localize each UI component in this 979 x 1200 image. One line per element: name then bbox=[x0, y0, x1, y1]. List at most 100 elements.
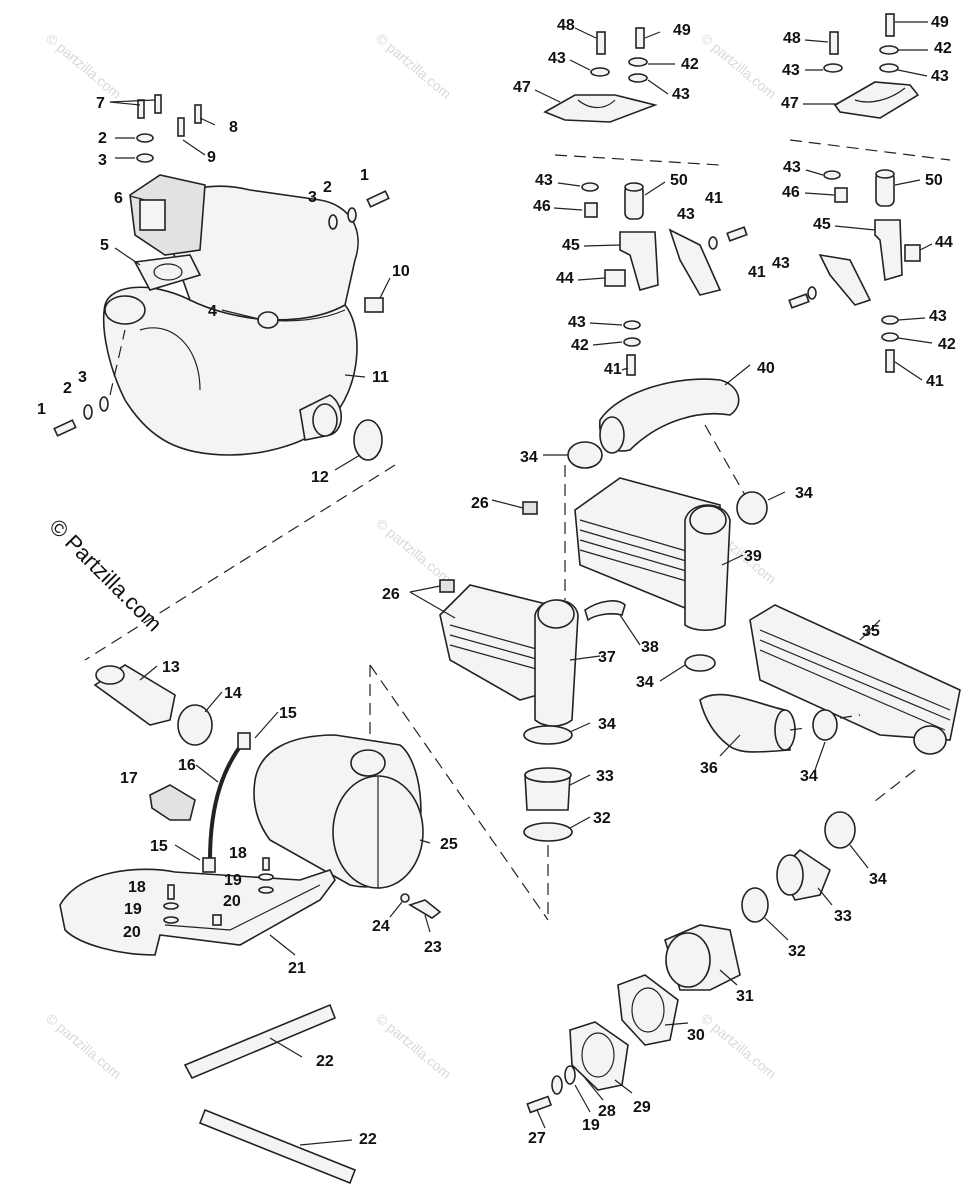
hose-clamp bbox=[523, 822, 573, 842]
callout-3: 3 bbox=[98, 152, 107, 169]
washer bbox=[99, 396, 109, 412]
callout-47: 47 bbox=[513, 79, 531, 96]
callout-43: 43 bbox=[672, 86, 690, 103]
upper-right-leaders bbox=[534, 21, 933, 381]
bolt bbox=[726, 226, 748, 242]
callout-19: 19 bbox=[124, 901, 142, 918]
callout-43: 43 bbox=[568, 314, 586, 331]
manifold-port bbox=[139, 199, 166, 231]
washer bbox=[628, 57, 648, 67]
mount-bracket bbox=[619, 231, 659, 291]
callout-6: 6 bbox=[114, 190, 123, 207]
copyright-text: © Partzilla.com bbox=[44, 514, 167, 637]
water-cooler-rear bbox=[749, 604, 961, 741]
washer bbox=[881, 332, 899, 342]
callout-21: 21 bbox=[288, 960, 306, 977]
callout-22: 22 bbox=[316, 1053, 334, 1070]
bolt bbox=[596, 31, 606, 55]
callout-36: 36 bbox=[700, 760, 718, 777]
washer bbox=[628, 73, 648, 83]
callout-43: 43 bbox=[677, 206, 695, 223]
washer bbox=[347, 207, 357, 223]
watermark: © partzilla.com bbox=[43, 30, 124, 102]
watermark: © partzilla.com bbox=[698, 30, 779, 102]
cooler-assembly bbox=[369, 364, 961, 921]
callout-20: 20 bbox=[123, 924, 141, 941]
callout-41: 41 bbox=[705, 190, 723, 207]
callout-43: 43 bbox=[772, 255, 790, 272]
callout-42: 42 bbox=[938, 336, 956, 353]
callout-43: 43 bbox=[931, 68, 949, 85]
upper-bracket bbox=[833, 81, 920, 119]
callout-48: 48 bbox=[557, 17, 575, 34]
callout-34: 34 bbox=[795, 485, 813, 502]
callout-33: 33 bbox=[834, 908, 852, 925]
callout-15: 15 bbox=[150, 838, 168, 855]
mounting-hardware bbox=[543, 13, 951, 376]
fitting bbox=[364, 297, 384, 313]
hose-clamp bbox=[684, 654, 716, 672]
small-bracket bbox=[408, 899, 442, 919]
bolt bbox=[626, 354, 636, 376]
washer bbox=[258, 873, 274, 881]
hose-clamp bbox=[567, 441, 603, 469]
bolt bbox=[262, 857, 270, 871]
callout-20: 20 bbox=[223, 893, 241, 910]
bolt bbox=[177, 117, 185, 137]
cooler-label bbox=[522, 501, 538, 515]
hose-clamp bbox=[736, 491, 768, 525]
washer bbox=[823, 170, 841, 180]
callout-1: 1 bbox=[37, 401, 46, 418]
washer bbox=[163, 916, 179, 924]
callout-2: 2 bbox=[323, 179, 332, 196]
callout-34: 34 bbox=[636, 674, 654, 691]
rubber-strip bbox=[183, 1003, 337, 1080]
callout-40: 40 bbox=[757, 360, 775, 377]
callout-5: 5 bbox=[100, 237, 109, 254]
callout-35: 35 bbox=[862, 623, 880, 640]
callout-45: 45 bbox=[813, 216, 831, 233]
elbow-hose bbox=[699, 693, 791, 753]
hose-clamp bbox=[812, 709, 838, 741]
callout-34: 34 bbox=[800, 768, 818, 785]
callout-28: 28 bbox=[598, 1103, 616, 1120]
muffler-assembly bbox=[59, 664, 442, 1185]
callout-16: 16 bbox=[178, 757, 196, 774]
bolt bbox=[366, 190, 390, 208]
washer bbox=[881, 315, 899, 325]
watermark: © partzilla.com bbox=[373, 515, 454, 587]
washer bbox=[879, 63, 899, 73]
callout-9: 9 bbox=[207, 149, 216, 166]
hose-clamp bbox=[741, 887, 769, 923]
callout-37: 37 bbox=[598, 649, 616, 666]
callout-48: 48 bbox=[783, 30, 801, 47]
washer bbox=[258, 886, 274, 894]
flange-gasket bbox=[133, 254, 202, 291]
callout-labels: 1 1 2 2 2 3 3 3 4 5 6 7 8 9 10 11 12 13 … bbox=[37, 14, 956, 1148]
callout-18: 18 bbox=[229, 845, 247, 862]
washer bbox=[551, 1075, 563, 1095]
callout-46: 46 bbox=[782, 184, 800, 201]
strap-clip bbox=[237, 732, 251, 750]
muffler-tray bbox=[59, 868, 336, 956]
bolt bbox=[635, 27, 645, 49]
washer bbox=[708, 236, 718, 250]
chamber-port bbox=[257, 311, 279, 329]
bolt bbox=[137, 99, 145, 119]
callout-31: 31 bbox=[736, 988, 754, 1005]
washer bbox=[83, 404, 93, 420]
nut bbox=[834, 187, 848, 203]
callout-3: 3 bbox=[308, 189, 317, 206]
expansion-chamber-assembly bbox=[53, 94, 396, 661]
cooler-strap bbox=[584, 600, 626, 622]
callout-24: 24 bbox=[372, 918, 390, 935]
expansion-chamber bbox=[102, 286, 358, 456]
washer bbox=[807, 286, 817, 300]
clamp-ring bbox=[177, 704, 213, 746]
rubber-pad bbox=[904, 244, 921, 262]
washer bbox=[590, 67, 610, 77]
callout-30: 30 bbox=[687, 1027, 705, 1044]
callout-26: 26 bbox=[471, 495, 489, 512]
callout-7: 7 bbox=[96, 95, 105, 112]
